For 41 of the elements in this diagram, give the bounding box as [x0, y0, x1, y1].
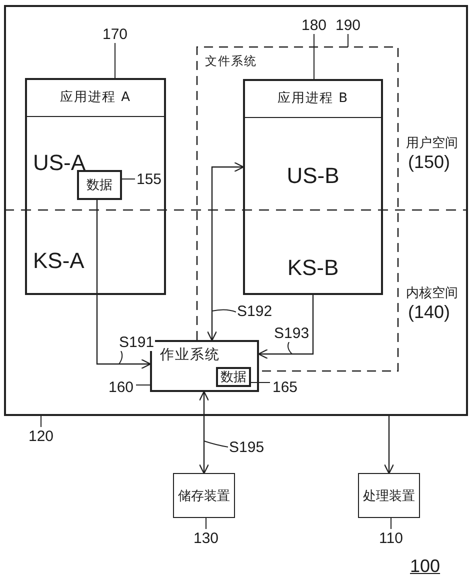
process-box: 储存装置	[173, 473, 235, 518]
arrow	[96, 200, 152, 370]
leader-line	[114, 42, 116, 78]
arrow	[258, 295, 314, 360]
space-label: KS-A	[33, 248, 84, 274]
text-label: 100	[410, 556, 440, 577]
process-box	[25, 78, 166, 295]
arrow	[206, 162, 244, 342]
leader-line	[122, 178, 136, 180]
data-box: 数据	[216, 367, 251, 387]
process-box: 处理装置	[358, 473, 420, 518]
edge-label: S193	[273, 325, 310, 342]
arrow	[384, 416, 394, 474]
box-title: 作业系统	[160, 346, 220, 364]
data-box: 数据	[77, 170, 122, 200]
reference-number: 110	[376, 529, 406, 547]
system-frame	[4, 5, 468, 416]
process-header: 应用进程 B	[243, 79, 383, 118]
process-header: 应用进程 A	[25, 78, 166, 117]
text-label: 内核空间	[406, 285, 458, 302]
region-title: 文件系统	[205, 53, 257, 70]
reference-number: 190	[334, 16, 362, 34]
process-box	[243, 79, 383, 295]
reference-number: 120	[26, 427, 56, 445]
space-label: KS-B	[286, 255, 340, 281]
edge-label: S191	[118, 334, 156, 351]
reference-number: 165	[270, 378, 300, 396]
reference-number: 160	[106, 378, 136, 396]
leader-line	[40, 416, 42, 428]
leader-line	[250, 382, 270, 383]
arrow	[198, 390, 210, 474]
text-label: (150)	[408, 152, 450, 173]
reference-number: 180	[300, 16, 328, 34]
space-label: US-B	[286, 163, 340, 189]
leader-line	[390, 518, 392, 530]
text-label: (140)	[408, 302, 450, 323]
leader-line	[136, 384, 150, 386]
reference-number: 170	[100, 25, 130, 43]
reference-number: 130	[191, 529, 221, 547]
text-label: 用户空间	[406, 135, 458, 152]
reference-number: 155	[135, 170, 163, 188]
